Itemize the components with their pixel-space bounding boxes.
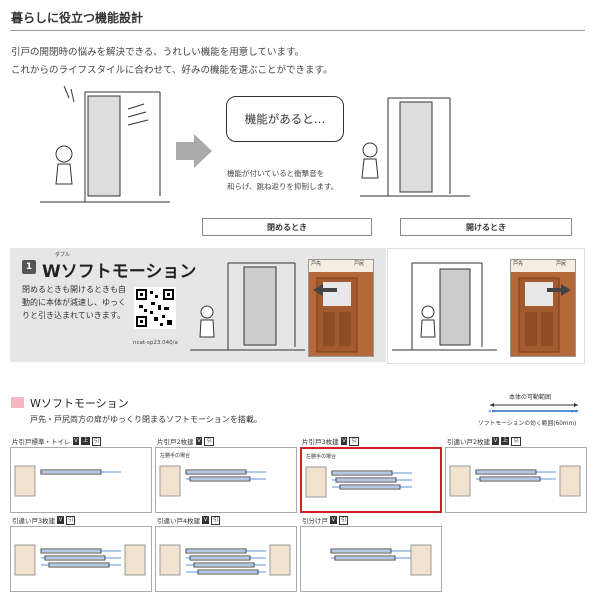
feature-desc-2: 動的に本体が減速し、ゆっく: [22, 298, 126, 307]
type-diagram: [300, 526, 442, 592]
door-photo-close: [308, 259, 374, 357]
type-badge: V: [72, 437, 80, 445]
type-name: 引違い戸3枚建: [12, 517, 56, 525]
type-badge: 上: [81, 437, 90, 445]
open-label: 開けるとき: [400, 218, 572, 236]
door-tag-right-2: 戸尻: [556, 261, 567, 267]
door-tag-left-2: 戸先: [513, 261, 524, 267]
feature-ruby: ダブル: [55, 252, 71, 258]
type-name: 引違い戸4枚建: [157, 517, 201, 525]
type-name: 片引戸標準・トイレ: [12, 438, 71, 446]
type-note: 左勝手の場合: [306, 454, 337, 460]
door-quiet-illustration: [360, 97, 470, 197]
type-diagram: 左勝手の場合: [300, 447, 442, 513]
bubble-note-1: 機能が付いていると衝撃音を: [227, 169, 325, 178]
type-diagram: [10, 526, 152, 592]
softmotion-close-illustration: [190, 262, 305, 351]
legend-top: 本体の可動範囲: [509, 394, 552, 401]
door-tag-right: 戸尻: [354, 261, 365, 267]
type-note: 左勝手の場合: [160, 453, 191, 459]
intro-line-1: 引戸の開閉時の悩みを解決できる、うれしい機能を用意しています。: [11, 47, 305, 58]
type-badge: V: [340, 437, 348, 445]
section-marker: [11, 397, 24, 408]
type-badge: V: [57, 516, 64, 524]
legend-range-diagram: »» ««: [488, 403, 578, 415]
type-diagram: [155, 526, 297, 592]
title-divider: [10, 30, 585, 31]
type-badge: V: [492, 437, 499, 445]
type-badge: 引: [210, 515, 221, 525]
type-diagram: [10, 447, 152, 513]
door-photo-open: [510, 259, 576, 357]
qr-code-icon: [134, 287, 176, 329]
type-badge: 引: [349, 436, 359, 446]
feature-desc-3: りと引き込まれていきます。: [22, 311, 125, 320]
type-badge: 上: [500, 437, 510, 445]
legend-bottom: ソフトモーションの効く範囲(60mm): [478, 421, 577, 427]
type-badge: 引: [91, 436, 102, 446]
feature-desc-1: 閉めるときも開けるときも自: [22, 285, 126, 294]
type-badge: 引: [338, 515, 349, 525]
type-name: 引分け戸: [302, 517, 328, 525]
section2-title: Wソフトモーション: [30, 397, 129, 410]
speech-bubble: 機能があると…: [226, 96, 344, 142]
type-badge: V: [195, 437, 203, 445]
bubble-note-2: 和らげ、跳ね返りを抑制します。: [227, 182, 339, 191]
type-badge: 引: [511, 436, 521, 446]
page-title: 暮らしに役立つ機能設計: [11, 11, 144, 25]
type-diagram: [445, 447, 587, 513]
intro-line-2: これからのライフスタイルに合わせて、好みの機能を選ぶことができます。: [11, 65, 333, 76]
close-label: 閉めるとき: [202, 218, 372, 236]
qr-caption: ncat-sp23.040/a: [133, 340, 178, 346]
type-badge: 引: [204, 436, 214, 446]
type-badge: 引: [65, 515, 76, 525]
feature-title: Wソフトモーション: [42, 262, 197, 282]
type-name: 片引戸3枚建: [302, 438, 339, 446]
softmotion-open-illustration: [392, 262, 497, 351]
arrow-right-icon: [176, 134, 212, 168]
section2-desc: 戸先・戸尻両方の扉がゆっくり閉まるソフトモーションを搭載。: [30, 415, 262, 424]
svg-text:»»: »»: [488, 408, 496, 415]
feature-number: 1: [22, 260, 36, 274]
type-badge: V: [330, 516, 337, 524]
type-diagram: 左勝手の場合: [155, 447, 297, 513]
type-name: 片引戸2枚建: [157, 438, 194, 446]
door-tag-left: 戸先: [311, 261, 322, 267]
svg-text:««: ««: [570, 408, 578, 415]
type-name: 引違い戸2枚建: [447, 438, 491, 446]
door-slam-illustration: [40, 85, 170, 203]
type-badge: V: [202, 516, 209, 524]
